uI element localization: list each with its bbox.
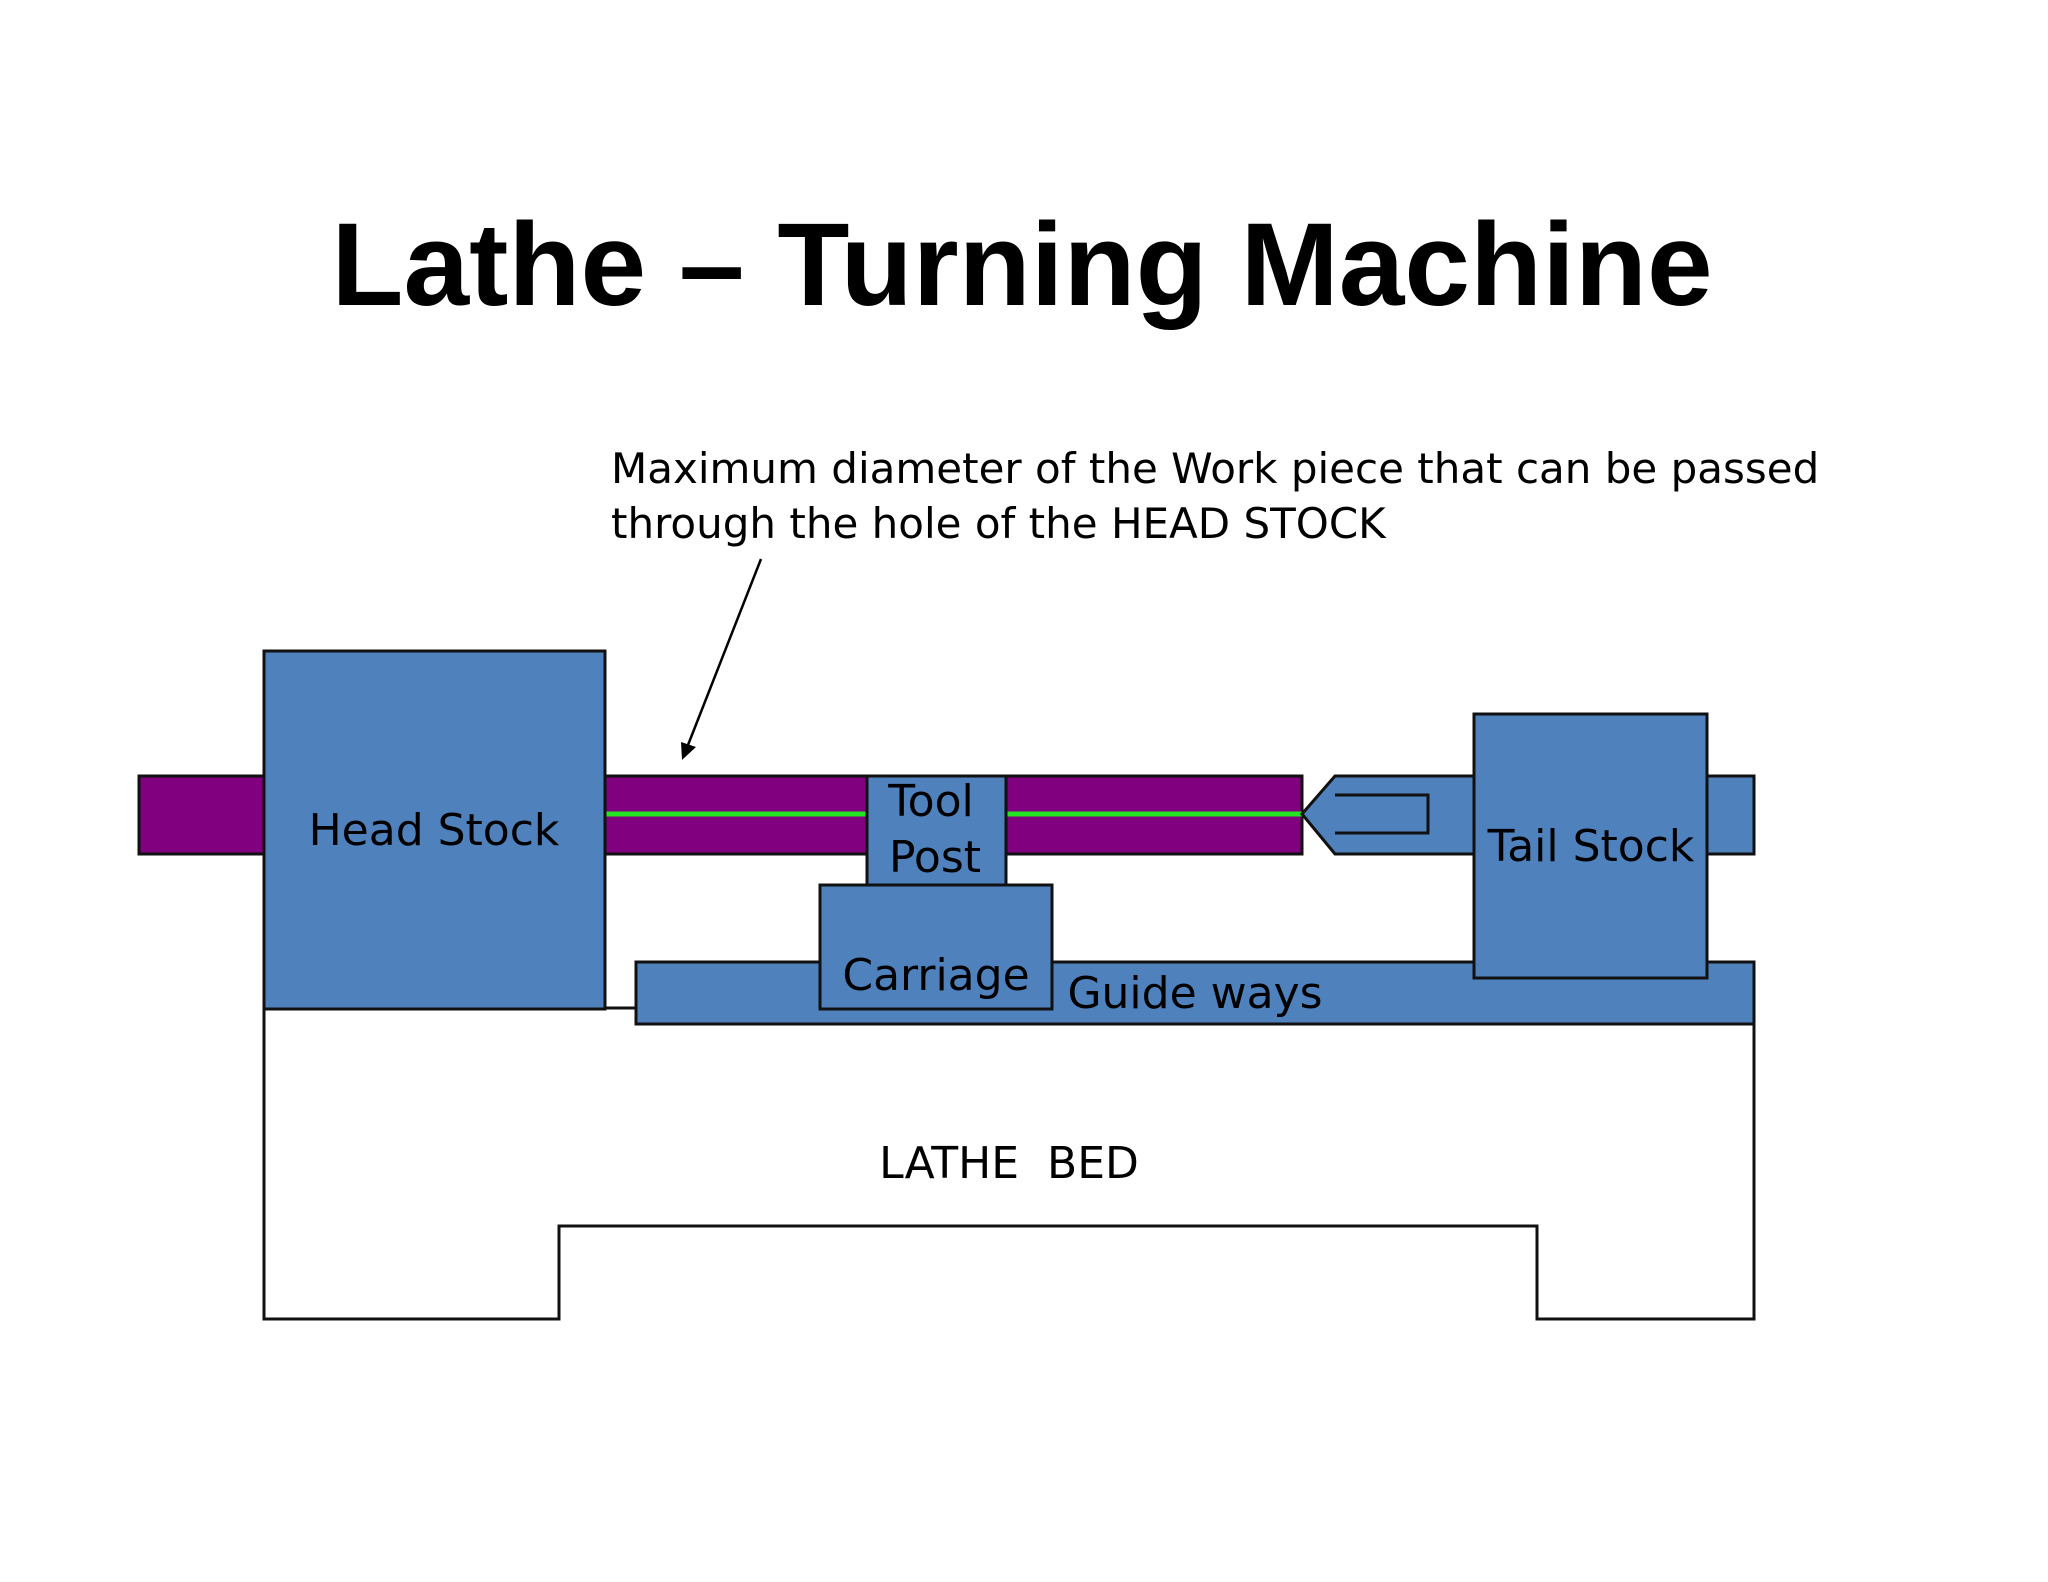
- annotation-line-1: Maximum diameter of the Work piece that …: [611, 444, 1819, 493]
- tail-stock: [1472, 712, 1709, 980]
- carriage: [818, 883, 1054, 1011]
- tail-stock-quill-slot: [1335, 793, 1430, 835]
- tail-stock-rear-shaft: [1705, 774, 1756, 856]
- lathe-bed: [262, 1006, 1756, 1321]
- guide-ways-label: Guide ways: [1067, 968, 1322, 1019]
- head-stock: [262, 649, 607, 1011]
- spindle-left: [137, 774, 267, 856]
- annotation-line-2: through the hole of the HEAD STOCK: [611, 499, 1387, 548]
- tail-stock-quill: [1300, 774, 1476, 856]
- tool-post-label-line-2: Post: [889, 832, 981, 883]
- tail-stock-label: Tail Stock: [1487, 821, 1695, 872]
- lathe-bed-label: LATHE BED: [879, 1138, 1139, 1189]
- tool-post-label-line-1: Tool: [887, 776, 973, 827]
- carriage-label: Carriage: [842, 950, 1029, 1001]
- head-stock-label: Head Stock: [309, 805, 560, 856]
- tool-post: [865, 774, 1008, 887]
- annotation-arrow: [681, 558, 763, 760]
- page-title: Lathe – Turning Machine: [331, 199, 1712, 331]
